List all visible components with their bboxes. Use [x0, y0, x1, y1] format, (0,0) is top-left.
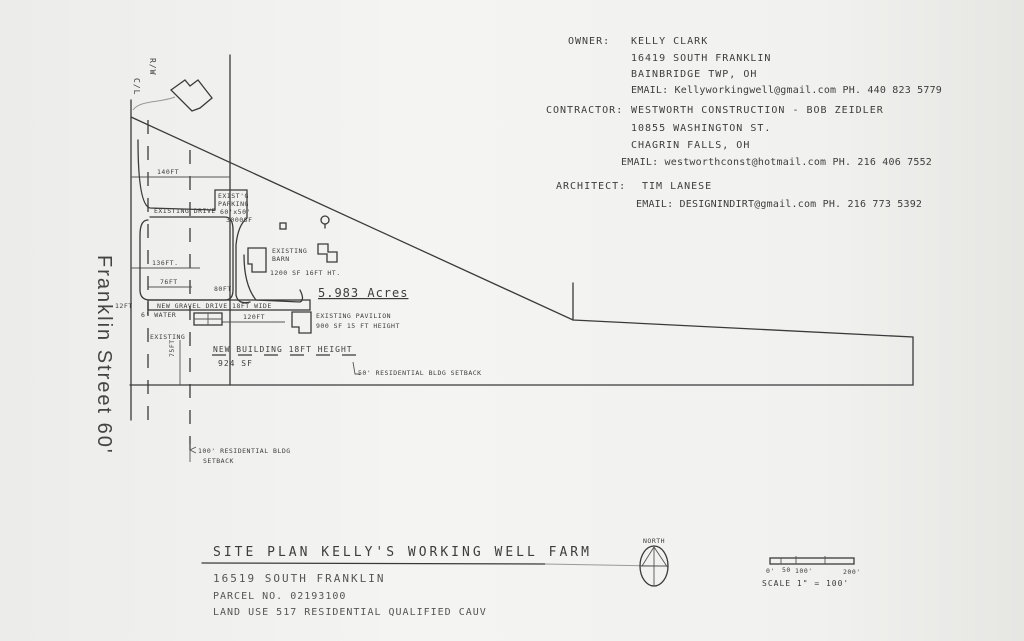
architect-label: ARCHITECT: — [556, 181, 626, 192]
contractor-address2: CHAGRIN FALLS, OH — [631, 140, 750, 151]
setback-50-label: 50' RESIDENTIAL BLDG SETBACK — [358, 369, 482, 377]
dim-120: 120FT — [243, 313, 265, 321]
contractor-address1: 10855 WASHINGTON ST. — [631, 123, 771, 134]
contractor-label: CONTRACTOR: — [546, 105, 623, 116]
barn-line-3: 1200 SF 16FT HT. — [270, 269, 341, 277]
architect-block: ARCHITECT: TIM LANESE EMAIL: DESIGNINDIR… — [556, 181, 922, 210]
title-block: SITE PLAN KELLY'S WORKING WELL FARM 1651… — [201, 545, 661, 618]
owner-block: OWNER: KELLY CLARK 16419 SOUTH FRANKLIN … — [568, 36, 942, 96]
parking-line-1: EXIST'G — [218, 192, 249, 200]
dim-80: 80FT — [214, 285, 232, 293]
plan-address: 16519 SOUTH FRANKLIN — [213, 572, 385, 585]
existing-barn — [247, 247, 267, 273]
scale-tick-200: 200' — [843, 568, 861, 576]
contractor-name: WESTWORTH CONSTRUCTION - BOB ZEIDLER — [631, 105, 884, 116]
owner-label: OWNER: — [568, 36, 610, 47]
new-building-label: NEW BUILDING 18FT HEIGHT — [213, 345, 353, 354]
plan-title: SITE PLAN KELLY'S WORKING WELL FARM — [213, 545, 592, 560]
new-building — [193, 312, 223, 326]
architect-email: EMAIL: DESIGNINDIRT@gmail.com PH. 216 77… — [636, 199, 922, 210]
scale-tick-0: 0' — [766, 567, 775, 575]
centerline-label: C/L — [132, 78, 141, 95]
setback-100-arrow — [189, 444, 197, 462]
contractor-block: CONTRACTOR: WESTWORTH CONSTRUCTION - BOB… — [546, 105, 932, 168]
setback-100-label-1: 100' RESIDENTIAL BLDG — [198, 447, 291, 455]
scale-label: SCALE 1" = 100' — [762, 579, 849, 588]
owner-name: KELLY CLARK — [631, 36, 708, 47]
contractor-email: EMAIL: westworthconst@hotmail.com PH. 21… — [621, 157, 932, 168]
setback-50-arrow — [352, 361, 360, 375]
north-label: NORTH — [643, 537, 665, 545]
existing-house — [132, 79, 213, 112]
parking-line-2: PARKING — [218, 200, 249, 208]
street-label: Franklin Street 60' — [93, 255, 115, 455]
scale-tick-50: 50 — [782, 566, 791, 574]
owner-email: EMAIL: Kellyworkingwell@gmail.com PH. 44… — [631, 85, 942, 96]
new-gravel-drive — [147, 299, 311, 311]
acreage-label: 5.983 Acres — [318, 286, 408, 300]
dim-136: 136FT. — [152, 259, 178, 267]
dim-6-water: 6' WATER — [141, 311, 176, 319]
dim-12: 12FT — [115, 302, 133, 310]
parking-line-3: 60'x50' — [220, 208, 251, 216]
owner-address2: BAINBRIDGE TWP, OH — [631, 69, 757, 80]
outbuilding — [317, 243, 338, 263]
dim-76: 76FT — [160, 278, 178, 286]
setback-100-label-2: SETBACK — [203, 457, 234, 465]
barn-line-1: EXISTING — [272, 247, 307, 255]
existing-label: EXISTING — [150, 333, 185, 341]
owner-address1: 16419 SOUTH FRANKLIN — [631, 53, 771, 64]
new-drive-label: NEW GRAVEL DRIVE 18FT WIDE — [157, 302, 272, 310]
scale-tick-100: 100' — [795, 567, 813, 575]
tree-icon — [320, 215, 330, 229]
barn-line-2: BARN — [272, 255, 290, 263]
parcel-number: PARCEL NO. 02193100 — [213, 591, 346, 602]
dimensions: 140FT 136FT. 76FT 12FT 6' WATER EXISTING… — [115, 168, 285, 385]
dim-75: 75FT — [168, 339, 176, 357]
right-of-way-label: R/W — [148, 58, 157, 75]
parking-line-4: 3000SF — [226, 216, 252, 224]
existing-pavilion — [291, 311, 312, 334]
new-building-area: 924 SF — [218, 359, 253, 368]
dim-140: 140FT — [157, 168, 179, 176]
north-arrow-icon: NORTH — [639, 537, 669, 587]
architect-name: TIM LANESE — [642, 181, 712, 192]
pavilion-line-1: EXISTING PAVILION — [316, 312, 391, 320]
property-boundary — [129, 54, 914, 460]
well-marker-icon — [279, 222, 287, 230]
existing-drive-label: EXISTING DRIVE — [154, 207, 216, 215]
pavilion-line-2: 900 SF 15 FT HEIGHT — [316, 322, 400, 330]
scale-bar: 0' 50 100' 200' SCALE 1" = 100' — [762, 556, 861, 588]
land-use: LAND USE 517 RESIDENTIAL QUALIFIED CAUV — [213, 607, 487, 618]
